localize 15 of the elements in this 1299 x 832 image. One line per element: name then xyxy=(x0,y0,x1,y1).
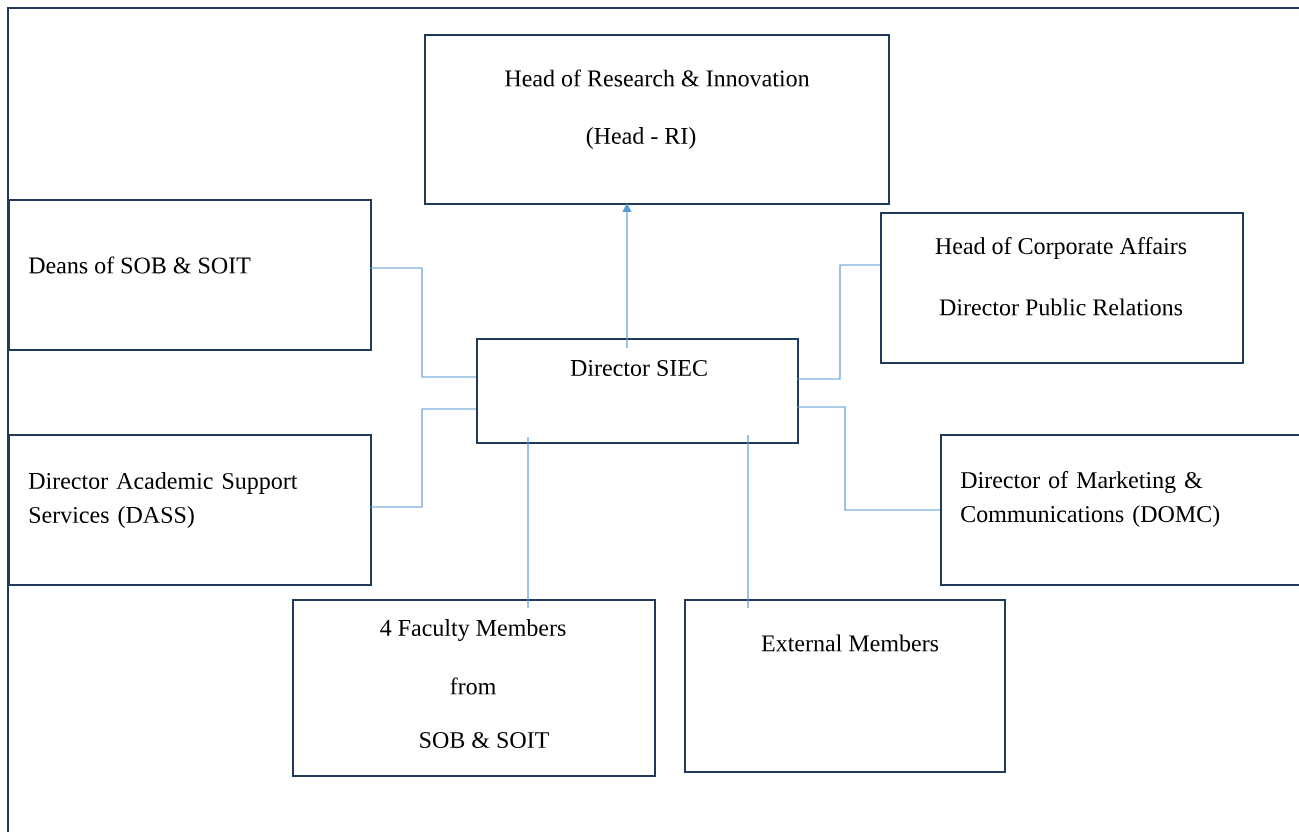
connector xyxy=(369,408,477,508)
org-box: External Members xyxy=(684,599,1006,773)
connector xyxy=(622,203,632,349)
org-box: Head of Research & Innovation (Head - RI) xyxy=(424,34,890,205)
org-box: Deans of SOB & SOIT xyxy=(8,199,372,351)
org-box: Director SIEC xyxy=(476,338,799,444)
org-box: Head of Corporate Affairs Director Public Relations xyxy=(880,212,1244,364)
org-box: Director Academic Support Services (DASS) xyxy=(8,434,372,586)
org-box: Director of Marketing & Communications (DOMC) xyxy=(940,434,1299,586)
connector xyxy=(527,436,529,609)
connector xyxy=(796,264,881,380)
org-box: 4 Faculty Members from SOB & SOIT xyxy=(292,599,656,777)
connector xyxy=(747,434,749,609)
connector xyxy=(796,406,941,511)
connector xyxy=(369,267,477,378)
